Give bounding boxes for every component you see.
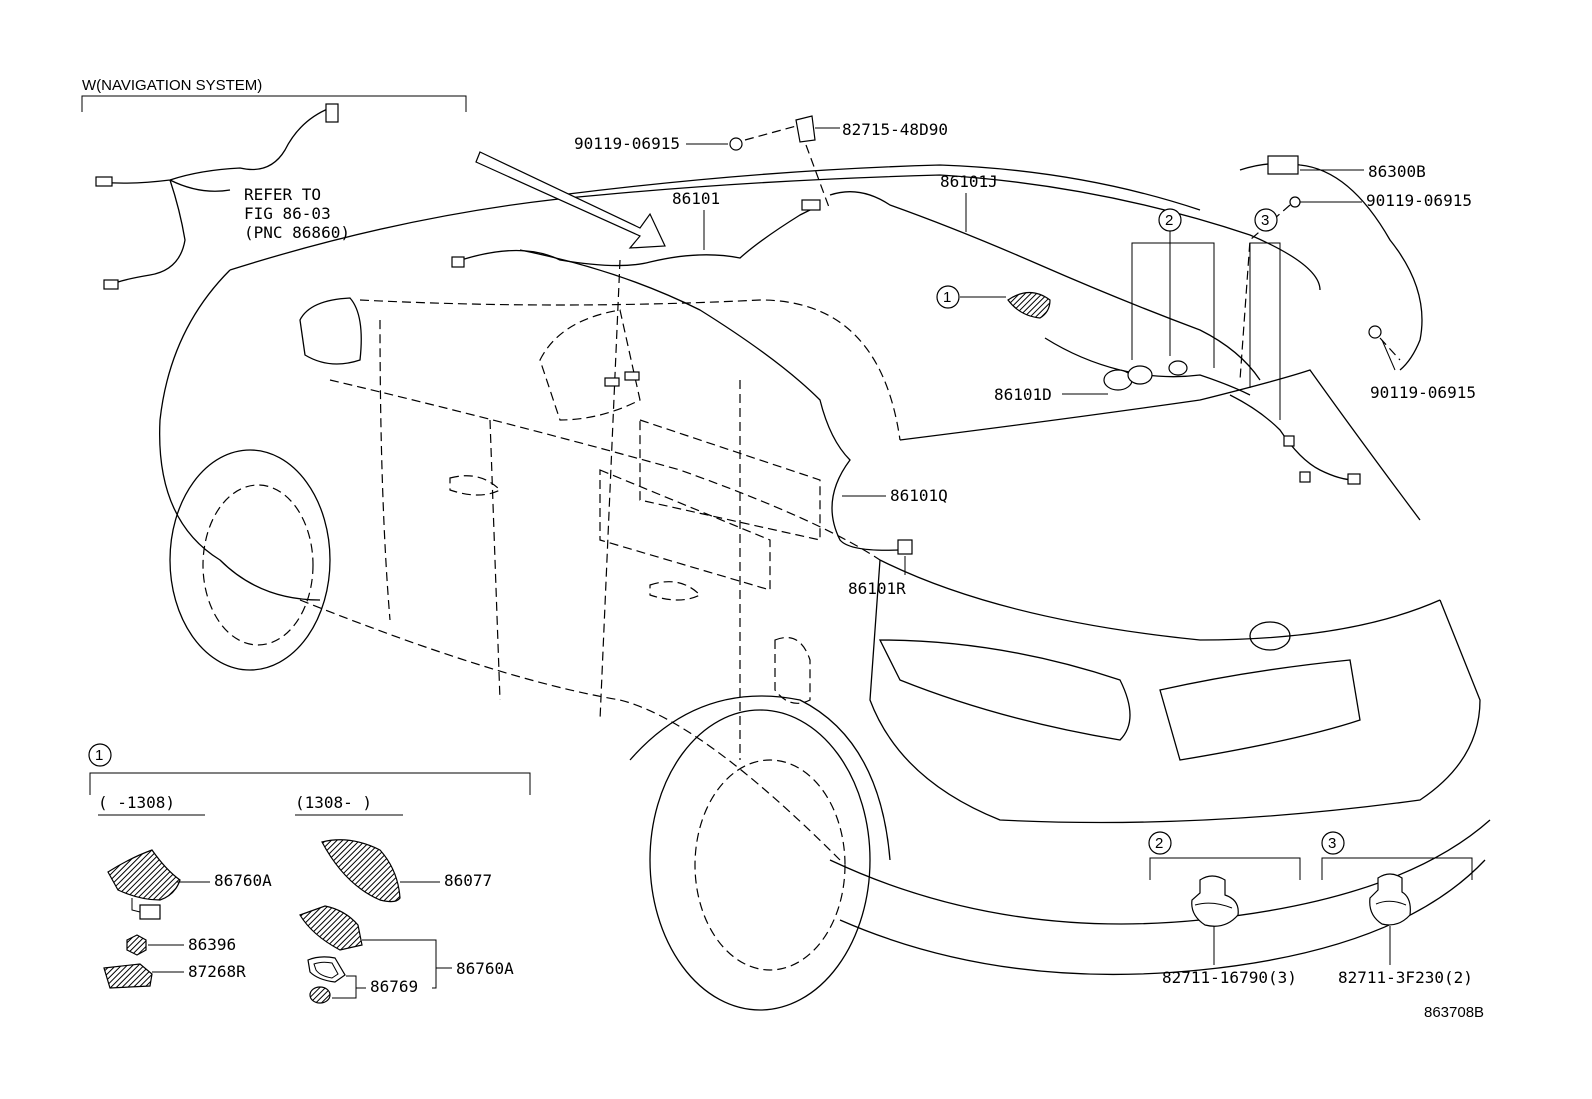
label-86101D: 86101D <box>994 385 1052 404</box>
detail-1-antenna: 1 ( -1308) (1308- ) 86760A 86396 87268R … <box>88 743 531 1004</box>
clip-87268R <box>103 963 153 989</box>
label-86077: 86077 <box>444 871 492 890</box>
vehicle-body-outline <box>158 164 1491 1011</box>
nav-refer-line2: FIG 86-03 <box>244 204 331 223</box>
label-90119-right-bottom: 90119-06915 <box>1370 383 1476 402</box>
nav-system-inset: W(NAVIGATION SYSTEM) REFER TO FIG 86-03 … <box>81 77 467 290</box>
detail-3-number: 3 <box>1328 835 1336 852</box>
label-90119-top: 90119-06915 <box>574 134 680 153</box>
nav-refer-line1: REFER TO <box>244 185 321 204</box>
harness-86101D <box>1044 337 1251 396</box>
nav-connector-top <box>325 103 339 123</box>
label-86769: 86769 <box>370 977 418 996</box>
label-86101: 86101 <box>672 189 720 208</box>
label-87268R: 87268R <box>188 962 246 981</box>
nav-box-bracket <box>81 95 467 112</box>
detail-1-number: 1 <box>95 747 103 764</box>
nut-86396 <box>126 934 147 956</box>
label-82711-16790: 82711-16790(3) <box>1162 968 1297 987</box>
detail-2-clamp: 2 82711-16790(3) <box>1148 831 1301 987</box>
detail-3-clamp: 3 82711-3F230(2) <box>1321 831 1473 987</box>
label-86760A-left: 86760A <box>214 871 272 890</box>
figure-code: 863708B <box>1424 1004 1484 1021</box>
label-82715: 82715-48D90 <box>842 120 948 139</box>
nav-box-title: W(NAVIGATION SYSTEM) <box>82 77 262 94</box>
harness-86101J <box>829 191 1261 381</box>
callout-1-main: 1 <box>943 289 951 306</box>
callout-3-main: 3 <box>1261 212 1269 229</box>
nav-harness-wire <box>99 107 331 286</box>
roof-antenna-location <box>1007 291 1051 319</box>
label-86101R: 86101R <box>848 579 906 598</box>
shark-fin-86077 <box>321 839 401 903</box>
antenna-base-old <box>107 849 181 901</box>
harness-86101Q <box>519 249 901 551</box>
harness-86101R-connector <box>897 539 913 555</box>
detail-1-range-left: ( -1308) <box>98 793 175 812</box>
label-86101J: 86101J <box>940 172 998 191</box>
nav-refer-line3: (PNC 86860) <box>244 223 350 242</box>
antenna-base-new <box>299 905 363 951</box>
antenna-harness-wires <box>451 155 1423 555</box>
main-labels: 90119-06915 82715-48D90 86101 86101J 863… <box>574 120 1476 598</box>
nav-connector-left <box>95 176 113 187</box>
label-86300B: 86300B <box>1368 162 1426 181</box>
detail-2-number: 2 <box>1155 835 1163 852</box>
clamp-82711-16790 <box>1191 875 1239 927</box>
label-86760A-right: 86760A <box>456 959 514 978</box>
label-86101Q: 86101Q <box>890 486 948 505</box>
nav-connector-bottom <box>103 279 119 290</box>
detail-1-range-right: (1308- ) <box>295 793 372 812</box>
clamp-82711-3F230 <box>1369 873 1411 926</box>
gasket-86769 <box>307 956 346 983</box>
callout-2-main: 2 <box>1165 212 1173 229</box>
label-90119-right-top: 90119-06915 <box>1366 191 1472 210</box>
label-82711-3F230: 82711-3F230(2) <box>1338 968 1473 987</box>
view-direction-arrow <box>475 151 666 249</box>
amplifier-86300B <box>1267 155 1299 175</box>
label-86396: 86396 <box>188 935 236 954</box>
fasteners <box>729 115 1401 381</box>
